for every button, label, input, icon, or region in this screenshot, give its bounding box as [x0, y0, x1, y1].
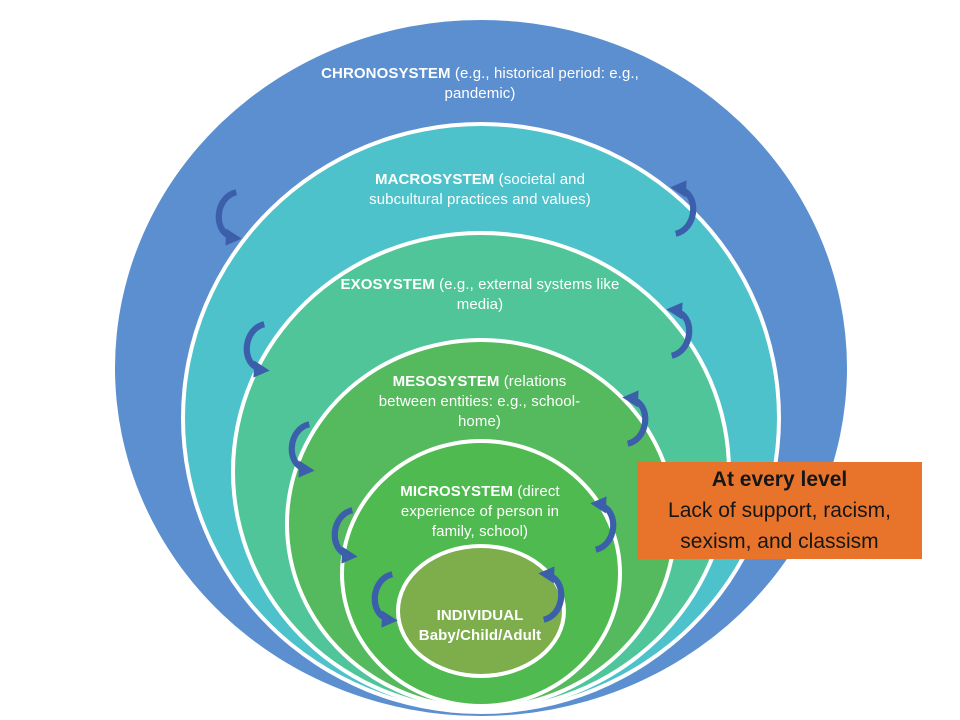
label-macrosystem: MACROSYSTEM (societal and subcultural pr…	[340, 170, 620, 210]
curved-arrow-icon	[243, 321, 270, 378]
callout-box: At every level Lack of support, racism, …	[637, 462, 922, 559]
label-chronosystem: CHRONOSYSTEM (e.g., historical period: e…	[315, 64, 645, 104]
exosystem-description: (e.g., external systems like media)	[434, 276, 620, 313]
curved-arrow-icon	[538, 566, 565, 623]
label-individual: INDIVIDUAL Baby/Child/Adult	[380, 606, 580, 646]
curved-arrow-icon	[215, 189, 242, 246]
mesosystem-name: MESOSYSTEM	[392, 373, 500, 390]
label-mesosystem: MESOSYSTEM (relations between entities: …	[372, 372, 587, 432]
curved-arrow-icon	[590, 496, 617, 553]
macrosystem-name: MACROSYSTEM	[374, 171, 495, 188]
curved-arrow-icon	[666, 302, 693, 359]
individual-name: INDIVIDUAL	[436, 607, 524, 624]
chronosystem-description: (e.g., historical period: e.g., pandemic…	[444, 65, 639, 102]
curved-arrow-icon	[288, 421, 315, 478]
microsystem-description: (direct experience of person in family, …	[400, 483, 560, 540]
curved-arrow-icon	[622, 390, 649, 447]
exosystem-name: EXOSYSTEM	[340, 276, 435, 293]
curved-arrow-icon	[331, 507, 358, 564]
label-microsystem: MICROSYSTEM (direct experience of person…	[380, 482, 580, 542]
callout-body: Lack of support, racism, sexism, and cla…	[668, 499, 891, 553]
chronosystem-name: CHRONOSYSTEM	[321, 65, 451, 82]
callout-title: At every level	[711, 468, 848, 491]
mesosystem-description: (relations between entities: e.g., schoo…	[378, 373, 581, 430]
macrosystem-description: (societal and subcultural practices and …	[369, 171, 591, 208]
curved-arrow-icon	[371, 571, 398, 628]
label-exosystem: EXOSYSTEM (e.g., external systems like m…	[325, 275, 635, 315]
individual-description: Baby/Child/Adult	[418, 627, 542, 644]
circle-individual	[396, 544, 566, 678]
microsystem-name: MICROSYSTEM	[400, 483, 514, 500]
curved-arrow-icon	[670, 180, 697, 237]
